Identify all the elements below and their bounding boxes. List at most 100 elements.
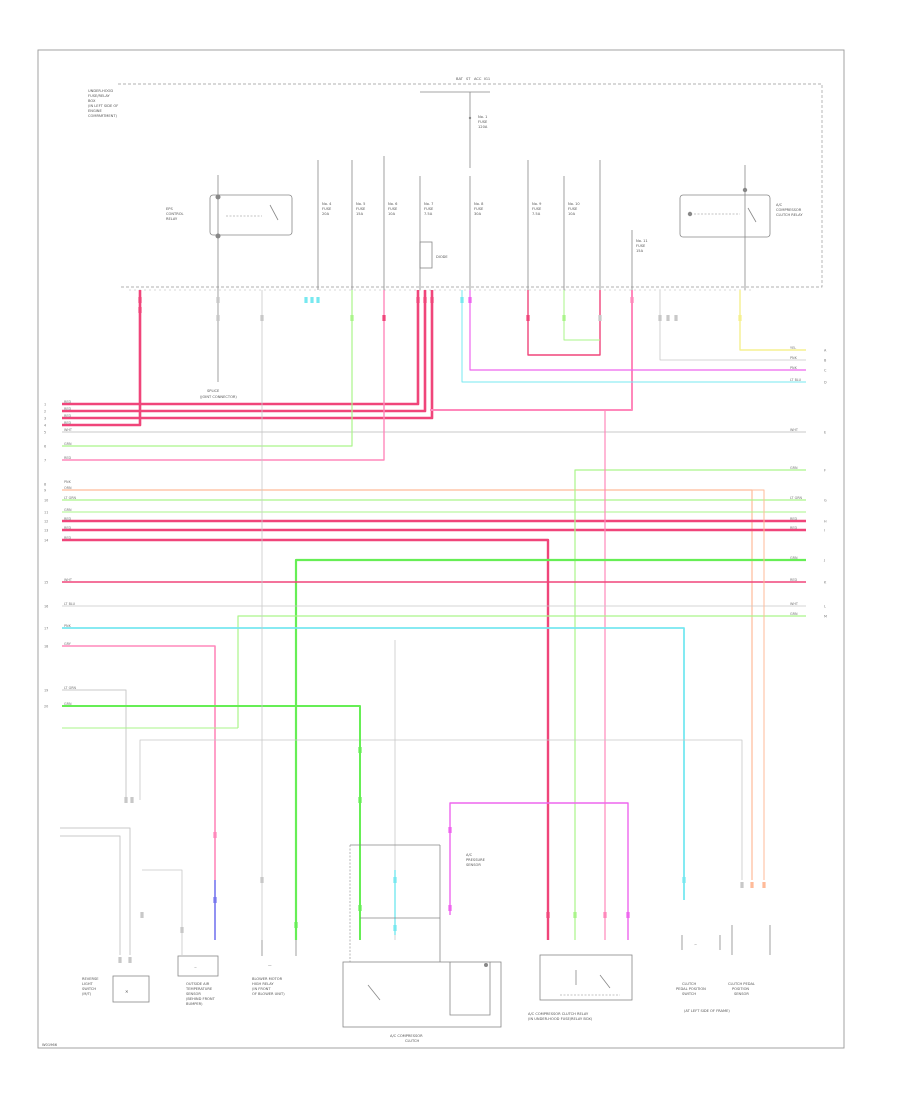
- ac-pressure-label-2: PRESSURE: [466, 858, 486, 862]
- connector-dot: [419, 289, 421, 291]
- fuse-box-label-5: ENGINE: [88, 109, 102, 113]
- connector-pin-15: [526, 315, 530, 321]
- connector-dot: [624, 289, 626, 291]
- connector-pin-44: [118, 957, 122, 963]
- connector-dot: [164, 289, 166, 291]
- ac-clutch-relay-label-1: A/C COMPRESSOR CLUTCH RELAY: [528, 1012, 589, 1016]
- connector-pin-36: [546, 912, 550, 918]
- connector-dot: [679, 289, 681, 291]
- fuse-label-2b: FUSE: [356, 207, 366, 211]
- left-wire-color: RED: [64, 456, 71, 460]
- connector-dot: [384, 289, 386, 291]
- left-wire-color: RED: [64, 414, 71, 418]
- left-wire-number: 3: [44, 417, 46, 421]
- connector-pin-25: [358, 747, 362, 753]
- connector-dot: [524, 289, 526, 291]
- connector-dot: [264, 289, 266, 291]
- feed-label-1: BAT: [456, 77, 464, 81]
- wire-gray-loop: [139, 739, 743, 880]
- connector-dot: [249, 289, 251, 291]
- clutch-sensor-label-2: POSITION: [732, 987, 749, 991]
- wire-green-f: [574, 469, 806, 940]
- fuse-box-label-3: BOX: [88, 99, 96, 103]
- connector-dot: [354, 289, 356, 291]
- connector-dot: [329, 289, 331, 291]
- right-wire-color: RED: [790, 517, 797, 521]
- right-wire-color: LT GRN: [790, 496, 803, 500]
- connector-dot: [614, 289, 616, 291]
- wire-cyan-d: [461, 290, 806, 383]
- wire-cyan-16: [62, 627, 685, 900]
- left-wire-color: WHT: [64, 428, 73, 432]
- fuse-label-8a: No. 11: [636, 239, 648, 243]
- connector-dot: [314, 289, 316, 291]
- wire-gray-oat: [142, 869, 183, 955]
- fuse-label-2c: 15A: [356, 212, 364, 216]
- connector-pin-37: [573, 912, 577, 918]
- left-wire-color: ORN: [64, 486, 72, 490]
- connector-pin-42: [750, 882, 754, 888]
- fuse-label-2a: No. 5: [356, 202, 365, 206]
- connector-dot: [689, 289, 691, 291]
- connector-pin-30: [260, 877, 264, 883]
- right-wire-color: WHT: [790, 428, 799, 432]
- connector-pin-16: [562, 315, 566, 321]
- right-wire-letter: C: [824, 369, 827, 373]
- wire-red-2: [62, 290, 420, 406]
- connector-row: [129, 289, 751, 291]
- left-wire-number: 19: [44, 689, 48, 693]
- connector-pin-24: [130, 797, 134, 803]
- fuse-label-8b: FUSE: [636, 244, 646, 248]
- left-wire-number: 12: [44, 520, 48, 524]
- connector-dot: [744, 289, 746, 291]
- fuse-box-label-1: UNDER-HOOD: [88, 89, 113, 93]
- wire-red-relay: [527, 290, 601, 356]
- right-wire-color: YEL: [790, 346, 796, 350]
- connector-pin-28: [213, 832, 217, 838]
- ac-clutch-relay-label-2: (IN UNDER-HOOD FUSE/RELAY BOX): [528, 1017, 593, 1021]
- connector-pin-4: [260, 315, 264, 321]
- connector-dot: [719, 289, 721, 291]
- connector-dot: [219, 289, 221, 291]
- connector-dot: [254, 289, 256, 291]
- connector-dot: [699, 289, 701, 291]
- connector-dot: [269, 289, 271, 291]
- left-wire-number: 2: [44, 410, 46, 414]
- wire-red-7: [62, 290, 385, 461]
- connector-dot: [644, 289, 646, 291]
- connector-dot: [299, 289, 301, 291]
- left-wire-color: LT GRN: [64, 496, 77, 500]
- fuse-label-1a: No. 4: [322, 202, 332, 206]
- connector-pin-2: [216, 297, 220, 303]
- left-wire-color: RED: [64, 517, 71, 521]
- reverse-switch-label-1: REVERSE: [82, 977, 99, 981]
- left-wire-color: LT GRN: [64, 686, 77, 690]
- connector-dot: [684, 289, 686, 291]
- connector-dot: [414, 289, 416, 291]
- left-wire-color: RED: [64, 407, 71, 411]
- left-wire-color: RED: [64, 526, 71, 530]
- right-wire-color: RED: [790, 578, 797, 582]
- right-wire-letter: D: [824, 381, 827, 385]
- left-wire-number: 18: [44, 645, 48, 649]
- connector-dot: [564, 289, 566, 291]
- ac-relay-label-3: CLUTCH RELAY: [776, 213, 803, 217]
- oat-sensor-label-5: BUMPER): [186, 1002, 203, 1006]
- connector-pin-40: [682, 877, 686, 883]
- left-wire-number: 11: [44, 511, 48, 515]
- connector-pin-47: [180, 927, 184, 933]
- eps-relay-label-2: CONTROL: [166, 212, 184, 216]
- ac-pressure-label-3: SENSOR: [466, 863, 481, 867]
- right-wire-color: GRN: [790, 556, 798, 560]
- connector-dot: [519, 289, 521, 291]
- connector-dot: [289, 289, 291, 291]
- left-wire-color: GRN: [64, 508, 72, 512]
- connector-dot: [619, 289, 621, 291]
- connector-dot: [474, 289, 476, 291]
- clutch-pedal-position-switch: ∼ CLUTCH PEDAL POSITION SWITCH: [676, 935, 721, 996]
- connector-pin-22: [738, 315, 742, 321]
- connector-dot: [494, 289, 496, 291]
- connector-dot: [134, 289, 136, 291]
- connector-dot: [714, 289, 716, 291]
- splice-label-2: (JOINT CONNECTOR): [200, 395, 237, 399]
